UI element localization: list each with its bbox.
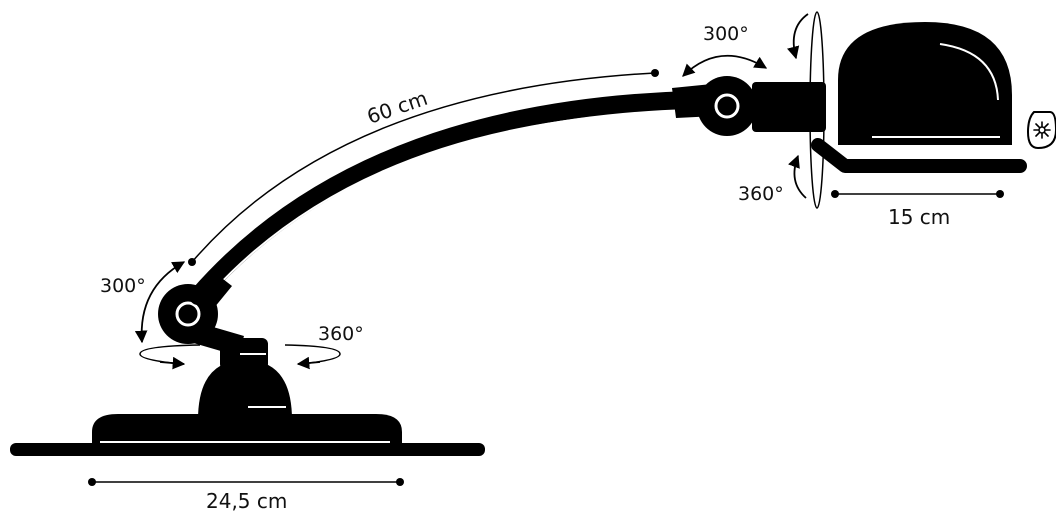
base-swivel-ring-right xyxy=(284,344,341,365)
head-depth-endpoint-start xyxy=(831,190,839,198)
arm-length-line xyxy=(191,72,656,263)
head-rotation-side-label: 360° xyxy=(738,183,784,205)
lamp-base xyxy=(10,284,485,456)
arm-tube-highlight xyxy=(213,111,673,291)
base-width-endpoint-end xyxy=(396,478,404,486)
base-swivel-arrow-right xyxy=(296,356,321,370)
base-rotation-top-label: 300° xyxy=(100,275,146,297)
upper-joint-pin xyxy=(722,101,732,111)
head-shade-highlight xyxy=(939,43,999,101)
base-swivel-label: 360° xyxy=(318,323,364,345)
upper-joint-ring xyxy=(714,93,740,119)
base-width-label: 24,5 cm xyxy=(206,489,287,513)
head-rotation-top-label: 300° xyxy=(703,23,749,45)
lamp-bulb-badge-icon xyxy=(1026,111,1056,150)
head-bracket xyxy=(811,138,1027,173)
head-swivel-arrow-top xyxy=(786,13,809,60)
head-swivel-indicator: 360° xyxy=(738,13,809,205)
head-rotation-indicator: 300° xyxy=(682,23,768,77)
head-swivel-ring xyxy=(809,11,825,209)
arm-length-endpoint-end xyxy=(651,69,659,77)
head-depth-dimension: 15 cm xyxy=(831,190,1004,229)
lamp-head xyxy=(697,11,1027,209)
base-width-dimension: 24,5 cm xyxy=(88,478,404,513)
head-swivel-arrow-bottom xyxy=(788,154,807,199)
head-rotation-arrow xyxy=(682,54,768,77)
base-dome xyxy=(198,360,292,420)
arm-length-endpoint-start xyxy=(188,258,196,266)
head-neck xyxy=(752,82,826,132)
head-depth-label: 15 cm xyxy=(888,205,950,229)
base-swivel-arrow-left xyxy=(159,356,186,370)
head-shade xyxy=(838,22,1012,145)
base-width-endpoint-start xyxy=(88,478,96,486)
base-swivel-indicator: 360° xyxy=(139,323,364,370)
arm-collar-lower xyxy=(196,272,232,308)
head-depth-endpoint-end xyxy=(996,190,1004,198)
arm-tube xyxy=(189,91,699,305)
lamp-arm xyxy=(189,84,716,308)
base-swivel-ring xyxy=(139,344,201,365)
lower-joint-rotation-arrow xyxy=(134,261,186,344)
lower-joint-rotation-indicator: 300° xyxy=(100,261,186,344)
lower-joint-pin xyxy=(183,309,193,319)
